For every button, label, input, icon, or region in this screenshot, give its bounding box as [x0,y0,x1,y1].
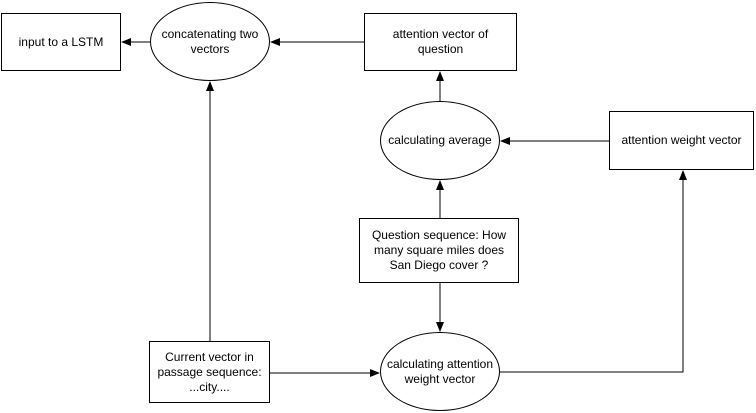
node-calculating-attention-weight-label: calculating attention weight vector [386,356,494,386]
node-current-vector: Current vector in passage sequence: ...c… [149,341,270,403]
node-calculating-average: calculating average [380,101,500,180]
node-question-sequence-label: Question sequence: How many square miles… [371,228,507,272]
node-attention-vector-question-label: attention vector of question [392,27,489,56]
node-input-lstm: input to a LSTM [1,13,121,71]
node-attention-weight-vector-label: attention weight vector [621,133,742,147]
node-question-sequence: Question sequence: How many square miles… [359,218,519,283]
node-attention-vector-question: attention vector of question [364,13,517,71]
node-attention-weight-vector: attention weight vector [609,111,754,170]
node-concatenating-vectors-label: concatenating two vectors [161,26,259,56]
node-concatenating-vectors: concatenating two vectors [150,2,270,81]
node-calculating-average-label: calculating average [388,133,492,147]
node-calculating-attention-weight: calculating attention weight vector [380,332,500,411]
node-input-lstm-label: input to a LSTM [18,34,104,49]
edge-calc-attn-weight-to-attn-weight [500,170,687,373]
node-current-vector-label: Current vector in passage sequence: ...c… [157,349,262,394]
